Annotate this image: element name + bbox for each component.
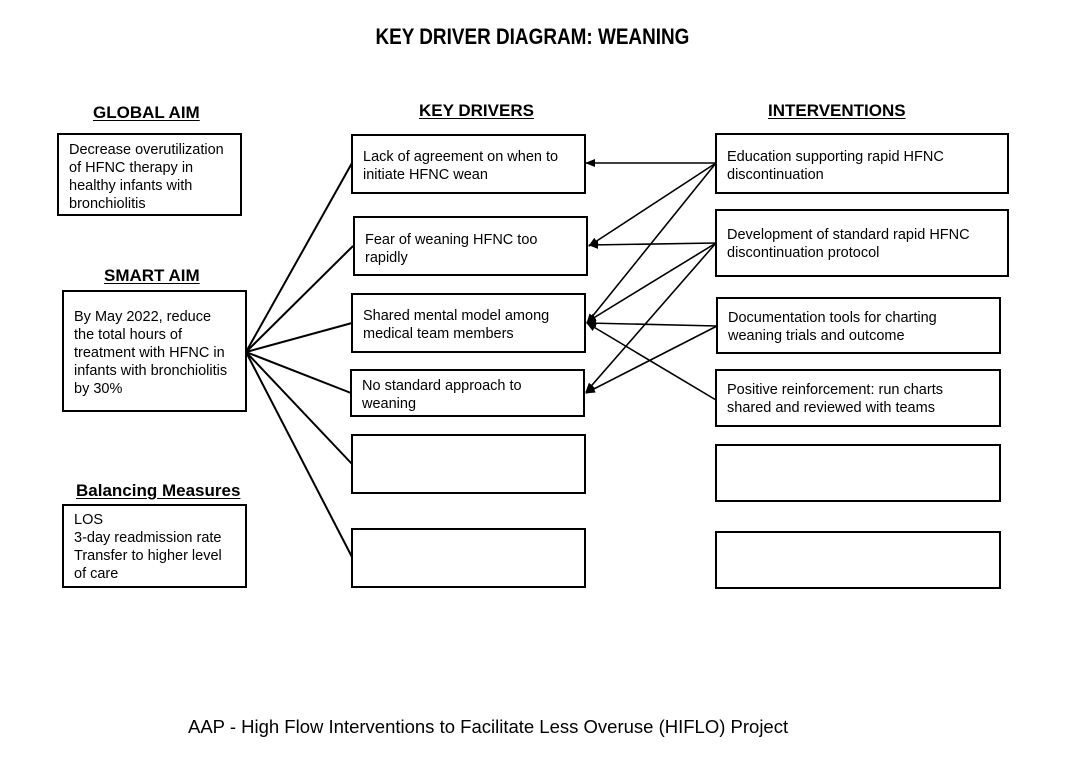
intervention-line: Positive reinforcement: run charts xyxy=(727,382,943,398)
intervention-line: weaning trials and outcome xyxy=(728,328,905,344)
intervention-box-5-empty xyxy=(715,444,1001,502)
diagram-title: KEY DRIVER DIAGRAM: WEANING xyxy=(375,24,690,49)
key-driver-box-4: No standard approach to weaning xyxy=(350,369,585,417)
smart-aim-to-driver-1-line xyxy=(245,162,353,353)
interventions-heading: INTERVENTIONS xyxy=(768,101,906,120)
arrow-i2-to-d4 xyxy=(585,242,717,393)
global-aim-line: healthy infants with xyxy=(69,178,193,194)
intervention-line: shared and reviewed with teams xyxy=(727,400,935,416)
smart-aim-to-driver-2-line xyxy=(245,245,354,353)
balancing-measures-box: LOS 3-day readmission rate Transfer to h… xyxy=(62,504,247,588)
arrow-i1-to-d2 xyxy=(588,162,717,247)
key-driver-box-5-empty xyxy=(351,434,586,494)
intervention-box-2: Development of standard rapid HFNC disco… xyxy=(715,209,1009,277)
intervention-line: Development of standard rapid HFNC xyxy=(727,227,970,243)
project-footer: AAP - High Flow Interventions to Facilit… xyxy=(188,716,789,737)
key-driver-box-1: Lack of agreement on when to initiate HF… xyxy=(351,134,586,194)
smart-aim-line: By May 2022, reduce xyxy=(74,309,212,325)
arrow-i1-to-d3 xyxy=(586,162,717,324)
global-aim-box: Decrease overutilization of HFNC therapy… xyxy=(57,133,242,216)
key-driver-line: Fear of weaning HFNC too xyxy=(365,232,538,248)
balancing-measure-line: Transfer to higher level xyxy=(74,548,222,564)
arrow-i2-to-d3 xyxy=(586,242,717,323)
key-drivers-heading: KEY DRIVERS xyxy=(419,101,534,120)
global-aim-line: Decrease overutilization xyxy=(69,142,224,158)
global-aim-line: bronchiolitis xyxy=(69,196,146,212)
intervention-line: discontinuation xyxy=(727,167,824,183)
key-driver-box-6-empty xyxy=(351,528,586,588)
smart-aim-to-driver-3-line xyxy=(245,322,353,353)
key-driver-line: initiate HFNC wean xyxy=(363,167,488,183)
smart-aim-to-driver-5-line xyxy=(245,351,353,465)
key-driver-box-3: Shared mental model among medical team m… xyxy=(351,293,586,353)
key-driver-box-2: Fear of weaning HFNC too rapidly xyxy=(353,216,588,276)
balancing-measure-line: LOS xyxy=(74,512,104,528)
key-driver-line: weaning xyxy=(362,396,417,412)
key-driver-line: Lack of agreement on when to xyxy=(363,149,559,165)
intervention-line: discontinuation protocol xyxy=(727,245,880,261)
arrow-i3-to-d4 xyxy=(585,325,718,394)
key-driver-line: rapidly xyxy=(365,250,408,266)
smart-aim-line: by 30% xyxy=(74,381,123,397)
key-driver-line: Shared mental model among xyxy=(363,308,550,324)
global-aim-heading: GLOBAL AIM xyxy=(93,103,200,122)
arrow-i2-to-d2 xyxy=(588,240,717,249)
arrow-i3-to-d3 xyxy=(586,319,718,328)
key-driver-line: No standard approach to xyxy=(362,378,522,394)
intervention-box-4: Positive reinforcement: run charts share… xyxy=(715,369,1001,427)
global-aim-line: of HFNC therapy in xyxy=(69,160,194,176)
smart-aim-line: the total hours of xyxy=(74,327,183,343)
intervention-line: Education supporting rapid HFNC xyxy=(727,149,944,165)
smart-aim-heading: SMART AIM xyxy=(104,266,200,285)
key-driver-line: medical team members xyxy=(363,326,514,342)
smart-aim-box: By May 2022, reduce the total hours of t… xyxy=(62,290,247,412)
balancing-measures-heading: Balancing Measures xyxy=(76,481,241,500)
smart-aim-to-driver-6-line xyxy=(245,351,353,558)
smart-aim-line: infants with bronchiolitis xyxy=(74,363,228,379)
smart-aim-line: treatment with HFNC in xyxy=(74,345,225,361)
intervention-box-3: Documentation tools for charting weaning… xyxy=(716,297,1001,354)
intervention-box-6-empty xyxy=(715,531,1001,589)
intervention-box-1: Education supporting rapid HFNC disconti… xyxy=(715,133,1009,194)
balancing-measure-line: 3-day readmission rate xyxy=(74,530,222,546)
intervention-line: Documentation tools for charting xyxy=(728,310,937,326)
arrow-i4-to-d3 xyxy=(586,322,717,401)
balancing-measure-line: of care xyxy=(74,566,119,582)
smart-aim-to-driver-4-line xyxy=(245,351,352,394)
